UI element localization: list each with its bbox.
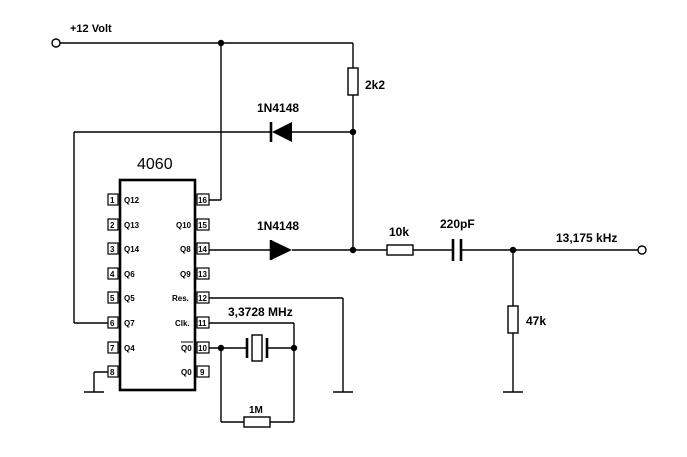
svg-text:8: 8 xyxy=(110,368,115,377)
left-pins: 1 Q12 2 Q13 3 Q14 4 Q6 5 Q5 6 Q7 xyxy=(107,193,140,378)
pin-11: 11 Clk. xyxy=(175,316,210,329)
svg-text:Q13: Q13 xyxy=(124,221,140,230)
resistor-47k xyxy=(507,305,519,334)
svg-text:Q12: Q12 xyxy=(124,196,140,205)
pin-10: 10 Q0 xyxy=(181,341,210,354)
svg-text:Q14: Q14 xyxy=(124,245,140,254)
pin-9: 9 Q0 xyxy=(181,365,210,378)
supply-terminal xyxy=(51,38,61,48)
chip-4060 xyxy=(118,178,197,392)
pin-1: 1 Q12 xyxy=(107,193,140,206)
resistor-47k-label: 47k xyxy=(526,314,546,328)
resistor-2k2-label: 2k2 xyxy=(365,78,385,92)
diode-top-label: 1N4148 xyxy=(257,101,299,115)
resistor-2k2 xyxy=(347,67,359,96)
pin-2: 2 Q13 xyxy=(107,218,140,231)
capacitor-220pf xyxy=(451,239,463,261)
svg-text:Clk.: Clk. xyxy=(175,319,190,328)
svg-text:4: 4 xyxy=(110,270,115,279)
svg-text:Q6: Q6 xyxy=(124,270,135,279)
svg-text:15: 15 xyxy=(198,221,207,230)
svg-text:16: 16 xyxy=(198,196,207,205)
pin-12: 12 Res. xyxy=(172,291,210,304)
diode-top xyxy=(269,122,292,142)
pin-8: 8 xyxy=(107,365,119,378)
crystal-label: 3,3728 MHz xyxy=(228,305,293,319)
svg-text:Q10: Q10 xyxy=(176,221,192,230)
right-pins: 16 15 Q10 14 Q8 13 Q9 12 Res. 11 Clk. xyxy=(172,193,210,378)
svg-text:Q4: Q4 xyxy=(124,344,135,353)
resistor-10k xyxy=(386,244,414,256)
pin-3: 3 Q14 xyxy=(107,242,140,255)
chip-name: 4060 xyxy=(137,156,173,173)
pin-13: 13 Q9 xyxy=(180,267,210,280)
svg-text:10: 10 xyxy=(198,344,207,353)
svg-text:Q8: Q8 xyxy=(180,245,191,254)
diode-bottom-label: 1N4148 xyxy=(257,219,299,233)
pin-5: 5 Q5 xyxy=(107,291,135,304)
pin-6: 6 Q7 xyxy=(107,316,135,329)
svg-text:11: 11 xyxy=(198,319,207,328)
resistor-1m xyxy=(243,416,271,428)
diode-bottom xyxy=(269,240,292,260)
output-label: 13,175 kHz xyxy=(556,231,617,245)
svg-text:Q0: Q0 xyxy=(181,344,192,353)
capacitor-220pf-label: 220pF xyxy=(440,217,475,231)
svg-text:7: 7 xyxy=(110,344,115,353)
output-terminal xyxy=(637,245,647,255)
supply-label: +12 Volt xyxy=(70,23,112,35)
resistor-10k-label: 10k xyxy=(389,225,409,239)
svg-text:3: 3 xyxy=(110,245,115,254)
svg-text:12: 12 xyxy=(198,294,207,303)
pin-14: 14 Q8 xyxy=(180,242,210,255)
svg-text:13: 13 xyxy=(198,270,207,279)
svg-text:9: 9 xyxy=(200,368,205,377)
svg-text:14: 14 xyxy=(198,245,207,254)
resistor-1m-label: 1M xyxy=(249,405,263,416)
svg-text:1: 1 xyxy=(110,196,115,205)
svg-text:2: 2 xyxy=(110,221,115,230)
svg-text:Q5: Q5 xyxy=(124,294,135,303)
svg-text:Res.: Res. xyxy=(172,294,189,303)
pin-15: 15 Q10 xyxy=(176,218,210,231)
crystal xyxy=(245,334,269,362)
svg-text:5: 5 xyxy=(110,294,115,303)
pin-16: 16 xyxy=(196,193,210,206)
svg-text:Q7: Q7 xyxy=(124,319,135,328)
svg-text:Q9: Q9 xyxy=(180,270,191,279)
svg-text:6: 6 xyxy=(110,319,115,328)
svg-text:Q0: Q0 xyxy=(181,368,192,377)
pin-7: 7 Q4 xyxy=(107,341,135,354)
pin-4: 4 Q6 xyxy=(107,267,135,280)
